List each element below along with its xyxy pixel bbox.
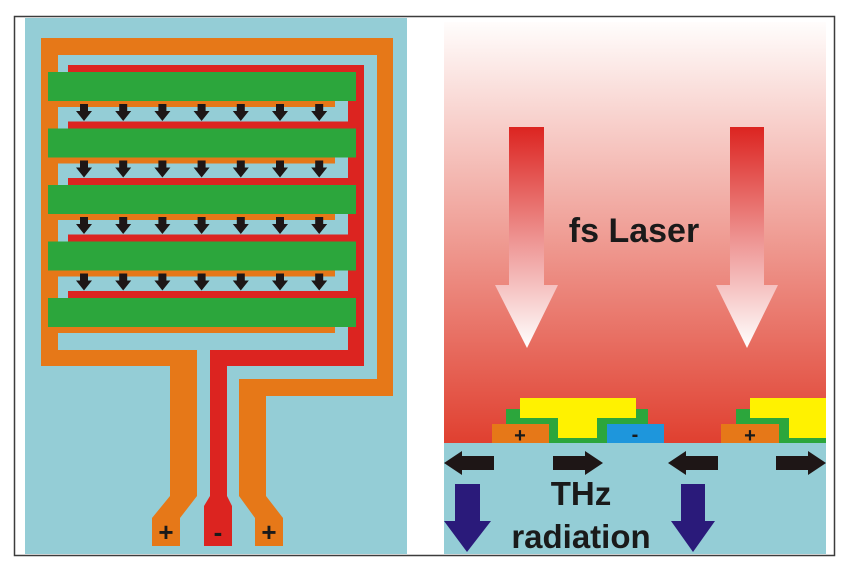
field-arrow-down-icon: [76, 273, 92, 291]
arrow-left-icon: [444, 451, 494, 475]
field-arrow-down-icon: [193, 160, 210, 178]
right-panel-cross-section: fs Laser + - +: [444, 22, 826, 555]
field-arrow-down-icon: [311, 160, 328, 178]
field-arrow-down-icon: [115, 217, 132, 234]
thz-arrow-down-icon: [671, 484, 715, 552]
positive-finger: [41, 214, 335, 220]
thz-emission-arrows: [444, 484, 715, 552]
negative-finger: [68, 234, 364, 242]
photoconductive-strip: [48, 298, 356, 327]
photoconductive-strip: [48, 128, 356, 158]
field-arrow-down-icon: [272, 104, 288, 121]
carrier-drift-arrows: [444, 451, 826, 475]
thz-arrow-down-icon: [444, 484, 491, 552]
field-arrow-down-icon: [232, 217, 249, 234]
pad-label-center: -: [214, 517, 223, 547]
field-arrow-down-icon: [193, 217, 210, 234]
field-arrow-down-icon: [193, 273, 210, 291]
field-arrow-down-icon: [154, 273, 171, 291]
field-arrow-down-icon: [76, 104, 92, 121]
electrode-stack-2: +: [721, 398, 826, 447]
field-arrow-down-icon: [311, 273, 328, 291]
field-arrow-down-icon: [76, 160, 92, 178]
pad-label-left: +: [158, 517, 173, 547]
field-arrow-down-icon: [232, 160, 249, 178]
negative-finger: [68, 121, 364, 129]
laser-arrow-right-icon: [716, 127, 778, 348]
contact-label-positive: +: [514, 425, 526, 447]
yellow-electrode: [750, 398, 826, 438]
positive-fingers: [41, 101, 335, 333]
arrow-right-icon: [776, 451, 826, 475]
thz-label-line2: radiation: [511, 518, 650, 555]
field-arrow-down-icon: [154, 104, 171, 121]
field-arrow-down-icon: [311, 104, 328, 121]
negative-finger: [68, 291, 364, 298]
field-arrow-down-icon: [311, 217, 328, 234]
field-arrow-down-icon: [193, 104, 210, 121]
negative-fingers: [68, 121, 364, 298]
field-arrow-down-icon: [272, 217, 288, 234]
field-arrow-down-icon: [115, 160, 132, 178]
electrode-stack-1: + -: [492, 398, 664, 447]
photoconductive-strip: [48, 241, 356, 271]
contact-label-positive: +: [744, 425, 756, 447]
positive-electrode: [41, 38, 393, 546]
contact-label-negative: -: [632, 424, 639, 446]
photoconductive-strip: [48, 72, 356, 101]
thz-label-line1: THz: [551, 475, 612, 512]
field-arrow-down-icon: [232, 104, 249, 121]
pad-labels: + - +: [158, 517, 276, 547]
laser-label: fs Laser: [569, 212, 699, 250]
negative-finger: [68, 178, 364, 185]
positive-finger: [41, 101, 335, 107]
electric-field-arrows: [76, 104, 328, 291]
yellow-electrode: [520, 398, 636, 438]
green-layer-fill: [549, 424, 607, 443]
pad-label-right: +: [261, 517, 276, 547]
field-arrow-down-icon: [154, 160, 171, 178]
positive-finger: [41, 157, 335, 164]
field-arrow-down-icon: [115, 104, 132, 121]
field-arrow-down-icon: [115, 273, 132, 291]
field-arrow-down-icon: [232, 273, 249, 291]
positive-contact: [492, 424, 549, 443]
photoconductive-strip: [48, 185, 356, 214]
field-arrow-down-icon: [272, 273, 288, 291]
figure-frame: [13, 15, 836, 557]
field-arrow-down-icon: [272, 160, 288, 178]
arrow-right-icon: [553, 451, 603, 475]
negative-bus: [68, 65, 364, 546]
field-arrow-down-icon: [154, 217, 171, 234]
positive-finger: [41, 327, 335, 333]
positive-contact: [721, 424, 779, 443]
negative-contact: [607, 424, 664, 443]
negative-electrode: [68, 65, 364, 546]
laser-arrow-left-icon: [495, 127, 558, 348]
field-arrow-down-icon: [76, 217, 92, 234]
arrow-left-icon: [668, 451, 718, 475]
positive-finger: [41, 270, 335, 277]
photoconductive-strips: [48, 72, 356, 327]
left-panel-electrode-layout: + - +: [25, 18, 407, 554]
right-substrate: [444, 443, 826, 554]
